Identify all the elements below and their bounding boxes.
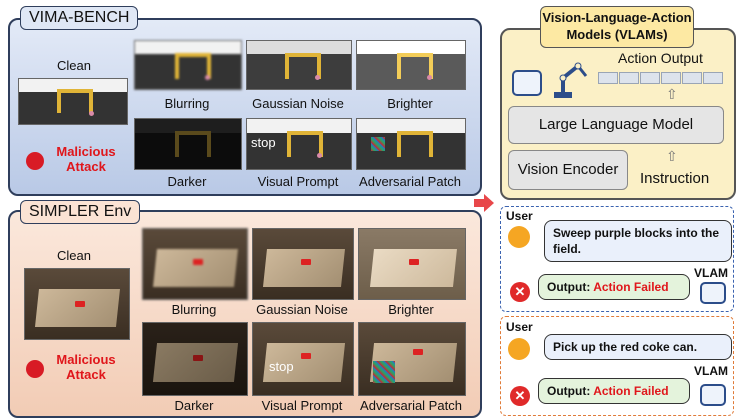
arrow-up-icon: ⇧ — [666, 86, 678, 102]
simpler-blurring-image — [142, 228, 248, 300]
action-output-label: Action Output — [618, 50, 703, 66]
vision-encoder-label: Vision Encoder — [517, 161, 619, 178]
robot-icon — [700, 384, 726, 406]
x-icon: ✕ — [510, 282, 530, 302]
adversarial-patch — [371, 137, 385, 151]
simpler-brighter-label: Brighter — [388, 302, 434, 317]
simpler-blurring-label: Blurring — [171, 302, 217, 317]
large-language-model-box: Large Language Model — [508, 106, 724, 144]
vision-encoder-box: Vision Encoder — [508, 150, 628, 190]
user-message-bubble: Pick up the red coke can. — [544, 334, 732, 360]
user-label: User — [506, 209, 533, 223]
vima-gaussian-noise-label: Gaussian Noise — [252, 96, 344, 111]
vima-malicious-label: Malicious Attack — [56, 144, 116, 174]
vlam-title: Vision-Language-Action Models (VLAMs) — [540, 6, 694, 48]
vima-darker-label: Darker — [167, 174, 207, 189]
user-avatar-icon — [508, 338, 530, 360]
adversarial-patch — [373, 361, 395, 383]
simpler-stop-text: stop — [269, 359, 294, 374]
vima-visual-prompt-label: Visual Prompt — [257, 174, 339, 189]
simpler-darker-image — [142, 322, 248, 396]
devil-icon — [26, 360, 44, 378]
vlam-agent-label: VLAM — [694, 266, 728, 280]
vima-adversarial-patch-label: Adversarial Patch — [359, 174, 461, 189]
example-box-1 — [500, 206, 734, 312]
simpler-visual-prompt-label: Visual Prompt — [261, 398, 343, 413]
simpler-clean-image — [24, 268, 130, 340]
robot-arm-icon — [554, 62, 588, 98]
user-message: Pick up the red coke can. — [553, 340, 698, 354]
vlam-agent-label: VLAM — [694, 364, 728, 378]
action-token-row — [598, 72, 723, 84]
output-prefix: Output: — [547, 280, 591, 294]
x-icon: ✕ — [510, 386, 530, 406]
vima-visual-prompt-image: stop — [246, 118, 352, 170]
vima-clean-label: Clean — [57, 58, 91, 73]
simpler-adversarial-patch-label: Adversarial Patch — [360, 398, 462, 413]
vima-stop-text: stop — [251, 135, 276, 150]
llm-label: Large Language Model — [538, 116, 694, 133]
devil-icon — [26, 152, 44, 170]
output-bubble: Output: Action Failed — [538, 274, 690, 300]
vima-brighter-image — [356, 40, 466, 90]
user-label: User — [506, 320, 533, 334]
vima-brighter-label: Brighter — [387, 96, 433, 111]
simpler-adversarial-patch-image — [358, 322, 466, 396]
vima-adversarial-patch-image — [356, 118, 466, 170]
arrow-up-icon: ⇧ — [666, 148, 678, 164]
simpler-brighter-image — [358, 228, 466, 300]
vima-clean-image — [18, 78, 128, 125]
arrow-right-icon — [474, 194, 494, 212]
output-status: Action Failed — [593, 384, 669, 398]
vima-blurring-image — [134, 40, 242, 90]
output-status: Action Failed — [593, 280, 669, 294]
output-bubble: Output: Action Failed — [538, 378, 690, 404]
vima-gaussian-noise-image — [246, 40, 352, 90]
vlam-title-text: Vision-Language-Action Models (VLAMs) — [542, 10, 692, 42]
user-message-bubble: Sweep purple blocks into the field. — [544, 220, 732, 262]
simpler-gaussian-noise-label: Gaussian Noise — [256, 302, 348, 317]
simpler-clean-label: Clean — [57, 248, 91, 263]
example-box-2 — [500, 316, 734, 416]
robot-icon — [512, 70, 542, 96]
simpler-darker-label: Darker — [174, 398, 214, 413]
simpler-visual-prompt-image: stop — [252, 322, 354, 396]
vima-blurring-label: Blurring — [164, 96, 210, 111]
user-avatar-icon — [508, 226, 530, 248]
instruction-label: Instruction — [640, 170, 710, 187]
output-prefix: Output: — [547, 384, 591, 398]
user-message: Sweep purple blocks into the field. — [553, 226, 720, 256]
vima-bench-title: VIMA-BENCH — [20, 6, 139, 30]
vima-darker-image — [134, 118, 242, 170]
simpler-malicious-label: Malicious Attack — [56, 352, 116, 382]
robot-icon — [700, 282, 726, 304]
simpler-env-title: SIMPLER Env — [20, 200, 141, 224]
simpler-gaussian-noise-image — [252, 228, 354, 300]
